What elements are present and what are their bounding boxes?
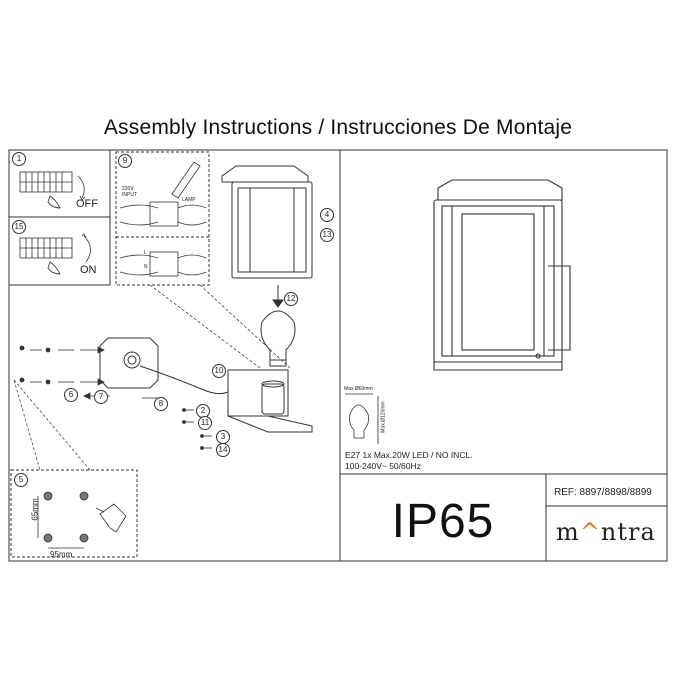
step-3-marker: 3 xyxy=(216,430,230,444)
reference-number: REF: 8897/8898/8899 xyxy=(554,487,652,498)
step-6-marker: 6 xyxy=(64,388,78,402)
width-dimension: 95mm xyxy=(50,550,73,559)
step-11-marker: 11 xyxy=(198,416,212,430)
spec-line-2: 100-240V~ 50/60Hz xyxy=(345,461,421,471)
line-n-label: N xyxy=(144,264,148,270)
mounting-plate xyxy=(99,337,229,395)
brand-accent: ^ xyxy=(579,518,601,546)
page-title: Assembly Instructions / Instrucciones De… xyxy=(103,116,573,139)
step9-box xyxy=(115,151,210,286)
bulb-illustration xyxy=(260,310,296,367)
step-12-marker: 12 xyxy=(284,292,298,306)
step-7-marker: 7 xyxy=(94,390,108,404)
product-drawing xyxy=(433,179,571,371)
terminal-block-on xyxy=(19,233,91,275)
lamp-head-view xyxy=(221,165,313,279)
screws-right xyxy=(142,397,212,450)
max-height-label: Max.Ø120mm xyxy=(380,401,387,433)
outer-frame xyxy=(8,149,668,562)
step5-box xyxy=(10,469,138,558)
step-9-marker: 9 xyxy=(118,154,132,168)
guide-lines xyxy=(13,284,291,471)
max-diameter-label: Max.Ø60mm xyxy=(344,386,373,392)
spec-line-1: E27 1x Max.20W LED / NO INCL. xyxy=(345,450,473,460)
bulb-spec-drawing xyxy=(345,393,379,444)
terminal-block-off xyxy=(19,171,86,209)
drill-template xyxy=(37,491,127,549)
line-l-label: L xyxy=(144,250,147,256)
lamp-label: LAMP xyxy=(182,197,196,203)
step-14-marker: 14 xyxy=(216,443,230,457)
step-8-marker: 8 xyxy=(154,397,168,411)
step-5-marker: 5 xyxy=(14,473,28,487)
brand-logo: m^ntra xyxy=(556,518,656,546)
ip-rating: IP65 xyxy=(391,495,495,548)
input-label: 220V INPUT xyxy=(122,186,137,198)
step-15-marker: 15 xyxy=(12,220,26,234)
wall-box xyxy=(227,369,313,433)
screws-left xyxy=(19,345,110,400)
switch-on-label: ON xyxy=(80,264,97,276)
wiring-detail xyxy=(119,161,207,277)
switch-off-label: OFF xyxy=(76,198,98,210)
bulb-arrow xyxy=(272,285,284,308)
step-10-marker: 10 xyxy=(212,364,226,378)
step-13-marker: 13 xyxy=(320,228,334,242)
brand-part-2: ntra xyxy=(600,518,656,546)
height-dimension: 65mm xyxy=(30,498,40,521)
step-4-marker: 4 xyxy=(320,208,334,222)
step15-box xyxy=(8,216,111,286)
brand-part-1: m xyxy=(556,518,580,546)
step-1-marker: 1 xyxy=(12,152,26,166)
